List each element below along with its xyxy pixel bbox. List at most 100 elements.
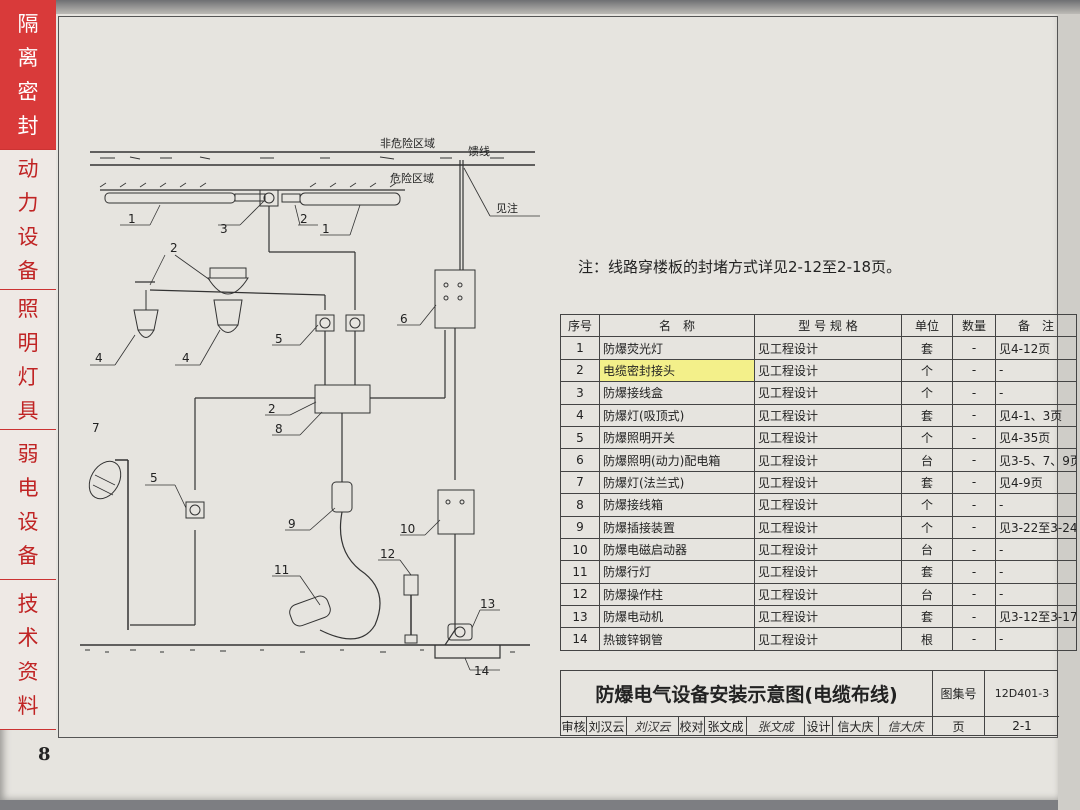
- callout-8: 8: [275, 422, 283, 436]
- operation-column-12: [403, 574, 419, 596]
- cell-name: 电缆密封接头: [599, 358, 755, 383]
- callout-7: 7: [92, 421, 100, 435]
- atlas-label: 图集号: [933, 671, 985, 717]
- cell-unit: 套: [901, 403, 953, 427]
- cell-remark: -: [995, 358, 1077, 383]
- side-tab-char: 弱: [17, 441, 39, 466]
- side-tab-char: 电: [17, 475, 39, 500]
- page-code: 2-1: [1012, 719, 1032, 733]
- cell-remark: -: [995, 582, 1077, 607]
- installation-diagram: 非危险区域 危险区域 馈线 见注: [80, 136, 540, 678]
- cell-remark: 见3-5、7、9页: [995, 448, 1077, 472]
- callout-5b: 5: [150, 471, 158, 485]
- cell-name: 防爆照明(动力)配电箱: [599, 448, 755, 472]
- cell-name: 防爆灯(法兰式): [599, 470, 755, 495]
- side-tab-char: 明: [17, 330, 39, 355]
- callout-5a: 5: [275, 332, 283, 346]
- cell-no: 6: [560, 448, 600, 472]
- cell-remark: 见4-1、3页: [995, 403, 1077, 427]
- cell-name: 防爆电动机: [599, 605, 755, 629]
- cell-model: 见工程设计: [754, 470, 902, 495]
- callout-2c: 2: [268, 402, 276, 416]
- cell-remark: 见4-35页: [995, 425, 1077, 450]
- cell-name: 防爆荧光灯: [599, 336, 755, 360]
- side-tab-char: 封: [17, 113, 39, 138]
- header-remark: 备 注: [995, 313, 1077, 338]
- cell-no: 13: [560, 605, 600, 629]
- cell-name: 防爆接线盒: [599, 381, 755, 405]
- side-tab-char: 资: [17, 659, 39, 684]
- callout-1b: 1: [322, 222, 330, 236]
- junction-box-3: [259, 189, 279, 207]
- cell-name: 防爆照明开关: [599, 425, 755, 450]
- side-tab-3[interactable]: 照明灯具: [0, 290, 56, 430]
- pendant-lamp-left: [133, 309, 159, 331]
- page-number: 8: [38, 744, 51, 765]
- side-tab-char: 照: [17, 296, 39, 321]
- cell-no: 12: [560, 582, 600, 607]
- side-tab-char: 具: [17, 398, 39, 423]
- cell-remark: -: [995, 381, 1077, 405]
- side-tab-1[interactable]: 隔离密封: [0, 0, 56, 150]
- fluorescent-light-right: [299, 192, 401, 206]
- side-tab-char: 料: [17, 693, 39, 718]
- side-tab-char: 术: [17, 625, 39, 650]
- cell-qty: -: [952, 358, 996, 383]
- cell-qty: -: [952, 493, 996, 517]
- reviewer-name: 刘汉云: [587, 717, 627, 735]
- cell-name: 防爆灯(吸顶式): [599, 403, 755, 427]
- callout-13: 13: [480, 597, 495, 611]
- side-tab-char: 技: [17, 591, 39, 616]
- cell-remark: -: [995, 537, 1077, 562]
- cell-remark: 见4-12页: [995, 336, 1077, 360]
- cell-unit: 个: [901, 381, 953, 405]
- side-tab-2[interactable]: 动力设备: [0, 150, 56, 290]
- cell-unit: 套: [901, 336, 953, 360]
- cell-qty: -: [952, 560, 996, 584]
- side-tab-char: 备: [17, 258, 39, 283]
- callout-6: 6: [400, 312, 408, 326]
- cell-unit: 个: [901, 358, 953, 383]
- side-tab-char: 动: [17, 156, 39, 181]
- cell-model: 见工程设计: [754, 425, 902, 450]
- cell-remark: 见3-22至3-24: [995, 515, 1077, 539]
- cell-remark: -: [995, 627, 1077, 651]
- cell-qty: -: [952, 582, 996, 607]
- cell-qty: -: [952, 381, 996, 405]
- cell-no: 2: [560, 358, 600, 383]
- cell-unit: 套: [901, 605, 953, 629]
- side-tab-char: 密: [17, 79, 39, 104]
- distribution-box-6: [434, 269, 476, 329]
- page-label: 页: [933, 717, 985, 735]
- top-shadow: [0, 0, 1080, 14]
- cell-unit: 套: [901, 560, 953, 584]
- side-tab-4[interactable]: 弱电设备: [0, 430, 56, 580]
- side-tab-5[interactable]: 技术资料: [0, 580, 56, 730]
- cell-unit: 个: [901, 515, 953, 539]
- callout-10: 10: [400, 522, 415, 536]
- cell-no: 11: [560, 560, 600, 584]
- cell-model: 见工程设计: [754, 381, 902, 405]
- cell-unit: 根: [901, 627, 953, 651]
- plug-device-9: [331, 481, 353, 513]
- cell-qty: -: [952, 627, 996, 651]
- lighting-switch-5c: [185, 501, 205, 519]
- cell-remark: 见3-12至3-17: [995, 605, 1077, 629]
- cell-name: 防爆插接装置: [599, 515, 755, 539]
- callout-1a: 1: [128, 212, 136, 226]
- cell-no: 4: [560, 403, 600, 427]
- cell-qty: -: [952, 515, 996, 539]
- junction-box-8: [314, 384, 371, 414]
- cell-model: 见工程设计: [754, 493, 902, 517]
- cell-unit: 台: [901, 448, 953, 472]
- side-tab-char: 隔: [17, 11, 39, 36]
- cell-remark: -: [995, 493, 1077, 517]
- side-tab-char: 灯: [17, 364, 39, 389]
